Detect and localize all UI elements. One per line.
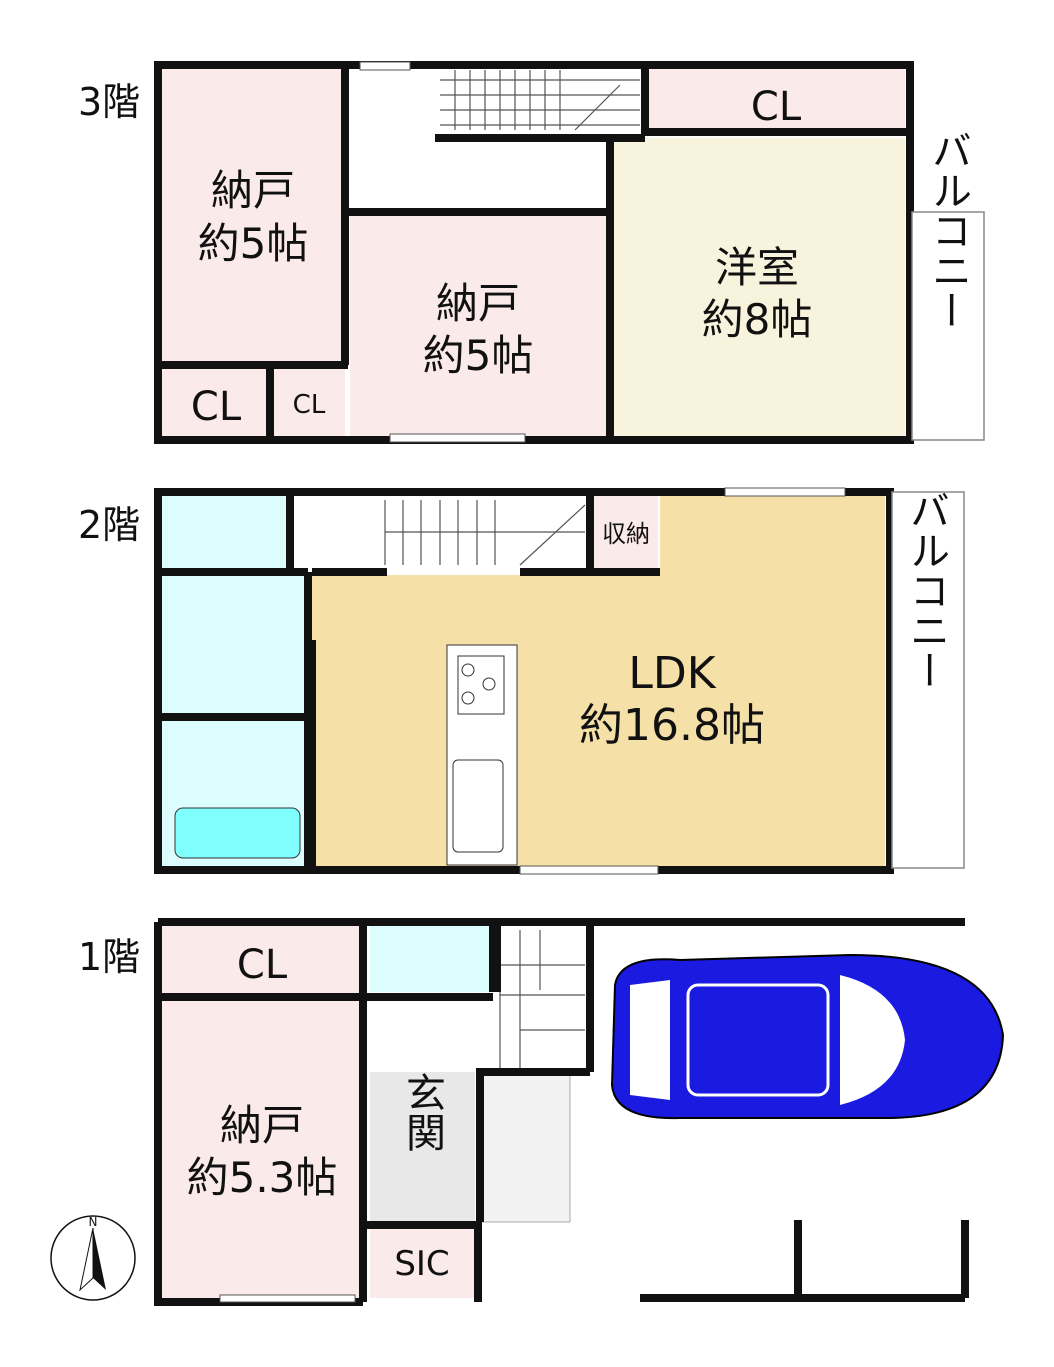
room-cl-top [648,68,905,132]
cl-1f-label: CL [237,942,288,988]
stairs-3f [440,70,640,131]
compass-n: N [89,1215,98,1229]
room-storage-mid [350,215,607,437]
room-toilet-1f [370,926,490,992]
floor-2 [154,487,965,875]
compass-icon: N [50,1215,136,1301]
room-cl-small [272,368,345,437]
western-name: 洋室 [715,243,799,292]
storage-2f-label: 収納 [602,520,650,548]
floor-label-1: 1階 [78,935,140,979]
storage-left-name: 納戸 [211,166,295,215]
ldk-name: LDK [628,648,716,699]
balcony-3f-label: バルコニー [925,130,971,330]
balcony-2f [891,491,965,869]
entrance-tile [479,1071,571,1223]
cl-left-label: CL [191,384,242,430]
ldk-size: 約16.8帖 [579,700,765,751]
room-toilet-2f [162,496,288,568]
room-storage-left [162,68,345,365]
storage-1f-size: 約5.3帖 [187,1153,338,1202]
room-sic [370,1226,475,1298]
balcony-2f-label: バルコニー [903,490,949,690]
balcony-3f [911,211,985,441]
storage-mid-name: 納戸 [436,279,520,328]
entrance-label: 玄関 [399,1072,445,1152]
room-washroom [162,575,308,715]
floor-1 [154,918,969,1306]
room-entrance [370,1072,475,1222]
room-cl-left [162,368,268,437]
floor-3 [154,61,985,444]
floor-label-3: 3階 [78,80,140,124]
car-icon [610,953,1005,1120]
room-storage-2f [592,496,658,568]
storage-left-size: 約5帖 [198,219,309,268]
room-storage-1f [162,998,360,1298]
sic-label: SIC [394,1244,449,1284]
room-western [610,138,905,437]
stairs-1f [499,930,585,1070]
cl-top-label: CL [751,84,802,130]
floor-label-2: 2階 [78,503,140,547]
stairs-2f [384,500,586,566]
storage-1f-name: 納戸 [220,1101,304,1150]
room-cl-1f [162,926,360,994]
kitchen [446,644,518,866]
western-size: 約8帖 [702,295,813,344]
storage-mid-size: 約5帖 [423,331,534,380]
cl-small-label: CL [293,390,326,420]
bathtub [174,807,301,859]
